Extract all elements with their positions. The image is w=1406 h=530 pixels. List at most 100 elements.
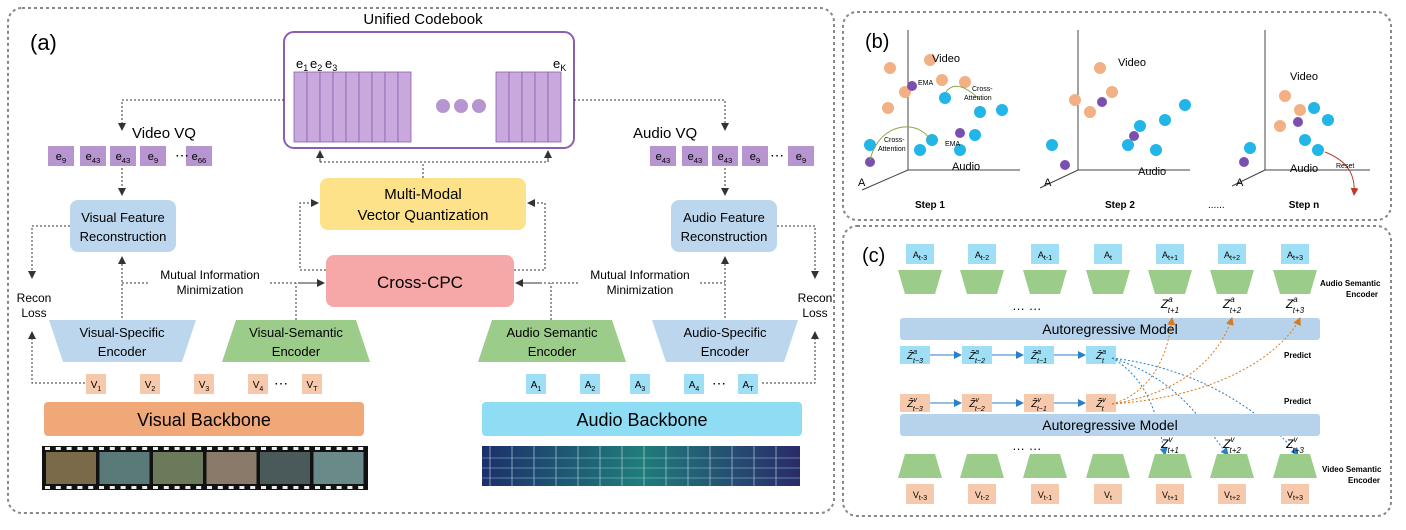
v-token-box [248,374,268,394]
audio-vq-token: e9 [750,151,760,165]
c-video-enc-label-1: Video Semantic [1322,465,1382,474]
zhat-audio-box [1086,346,1116,364]
step1-title: Step 1 [915,200,945,211]
a-token: AT [743,380,755,393]
c-video-token: Vt-2 [975,490,989,502]
audio-recon-line2: Reconstruction [681,229,768,244]
a-token-box [684,374,704,394]
audio-spectrogram [482,446,800,486]
recon-left-line1: Recon [17,291,52,305]
a-token-box [630,374,650,394]
film-frame [153,452,203,484]
a-token-box [580,374,600,394]
c-audio-encoder [1023,270,1067,294]
c-video-encoder [1273,454,1317,478]
film-frame [206,452,257,484]
video-vq-token: e43 [86,151,101,165]
visual-recon-box [70,200,176,252]
zhat-video-box [900,394,930,412]
codebook-to-video-vq [118,99,284,131]
c-audio-token-box [1156,244,1184,264]
predict-audio: Predict [1284,351,1311,360]
c-audio-token: At+2 [1224,250,1240,262]
codebook-dot [454,99,468,113]
ar-model-bottom-label: Autoregressive Model [1042,417,1177,433]
v-ellipsis: ⋯ [274,375,288,391]
a-token: A1 [531,380,542,393]
step1-plot [861,30,1020,191]
mmvq-line2: Vector Quantization [358,207,489,224]
video-bottom-encoders [898,454,1317,478]
step2-title: Step 2 [1105,200,1135,211]
step1-ema-top: EMA [918,80,934,87]
c-audio-ellipsis: … … [1012,298,1042,313]
stepn-video: Video [1290,71,1318,83]
c-audio-token: At-2 [975,250,989,262]
c-audio-token: At [1104,250,1112,262]
zhat-video-box [1086,394,1116,412]
step2-plot [1039,30,1191,189]
zhat-audio-box [900,346,930,364]
step1-video: Video [932,53,960,65]
audio-semantic-line2: Encoder [528,344,577,359]
video-vq-token-box [80,146,106,166]
film-frame [313,452,364,484]
audio-vq-token-box [742,146,768,166]
ar-model-bottom [900,414,1320,436]
audio-specific-line2: Encoder [701,344,750,359]
cross-cpc-label: Cross-CPC [377,273,463,292]
c-video-enc-label-2: Encoder [1348,476,1380,485]
c-video-token-box [1281,484,1309,504]
video-film-strip [42,446,368,490]
c-audio-encoder [1086,270,1130,294]
ar-model-top-label: Autoregressive Model [1042,321,1177,337]
codebook-entry [358,71,373,143]
visual-specific-encoder [49,320,196,362]
mi-left-line1: Mutual Information [160,268,259,282]
step1-cross-top-1: Cross- [972,86,993,93]
audio-vq-token-box [788,146,814,166]
v-token-box [302,374,322,394]
c-audio-token: At+1 [1162,250,1178,262]
recon-left-line2: Loss [21,306,46,320]
audio-backbone [482,402,802,436]
film-frame [99,452,150,484]
visual-semantic-line1: Visual-Semantic [249,325,343,340]
recon-right-line1: Recon [798,291,833,305]
audio-vq-token-box [712,146,738,166]
video-vq-token-box [140,146,166,166]
video-vq-token: e66 [192,151,207,165]
codebook-e2: e2 [310,56,322,73]
audio-vq-token: e43 [688,151,703,165]
audio-specific-line1: Audio-Specific [683,325,767,340]
recon-left-line [28,225,70,279]
step2-axis-a: A [1044,177,1052,189]
panel-b-border [842,11,1392,221]
a-token-box [738,374,758,394]
mi-right-line2: Minimization [607,283,674,297]
step1-audio: Audio [952,161,980,173]
v-token-box [194,374,214,394]
c-video-token-box [1094,484,1122,504]
recon-left-bottom [28,331,85,384]
zhat-audio-box [1024,346,1054,364]
predict-arcs [1111,317,1301,456]
film-frame [260,452,310,484]
panel-a-label: (a) [30,30,57,55]
codebook-columns-left [293,71,412,143]
codebook-entry [534,71,549,143]
